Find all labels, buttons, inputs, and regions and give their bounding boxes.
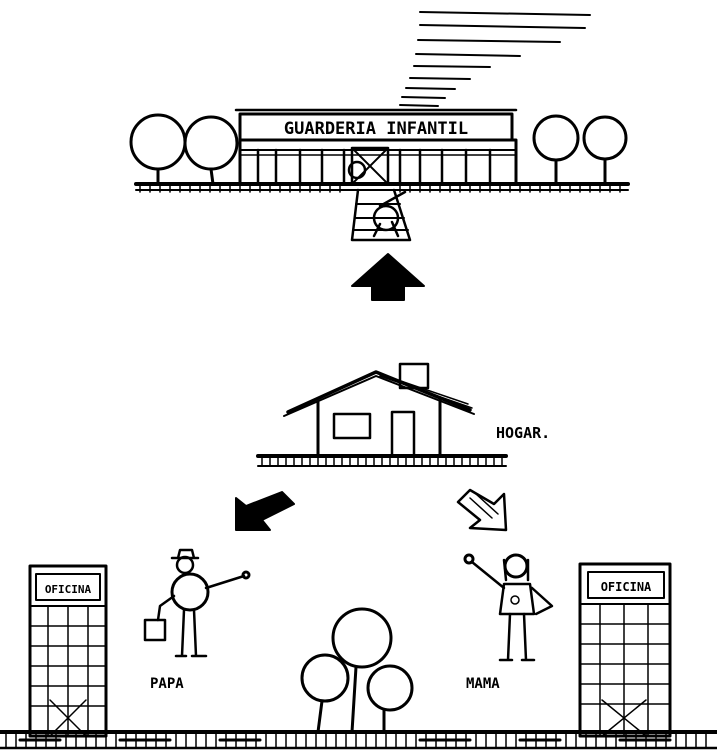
mother-label: MAMA (466, 676, 500, 692)
home-label: HOGAR. (496, 424, 550, 442)
father-figure (145, 550, 249, 656)
speed-lines (400, 12, 590, 106)
park-trees (302, 609, 412, 732)
office-left-label: OFICINA (45, 583, 92, 596)
mother-figure (465, 555, 552, 660)
up-arrow-icon (352, 254, 424, 300)
daycare-sign-text: GUARDERIA INFANTIL (284, 119, 468, 139)
ground-line (0, 732, 717, 748)
office-right-label: OFICINA (601, 580, 652, 594)
home-house (258, 364, 506, 466)
down-left-arrow-icon (236, 492, 294, 530)
father-label: PAPA (150, 676, 184, 692)
down-right-arrow-icon (458, 490, 506, 530)
